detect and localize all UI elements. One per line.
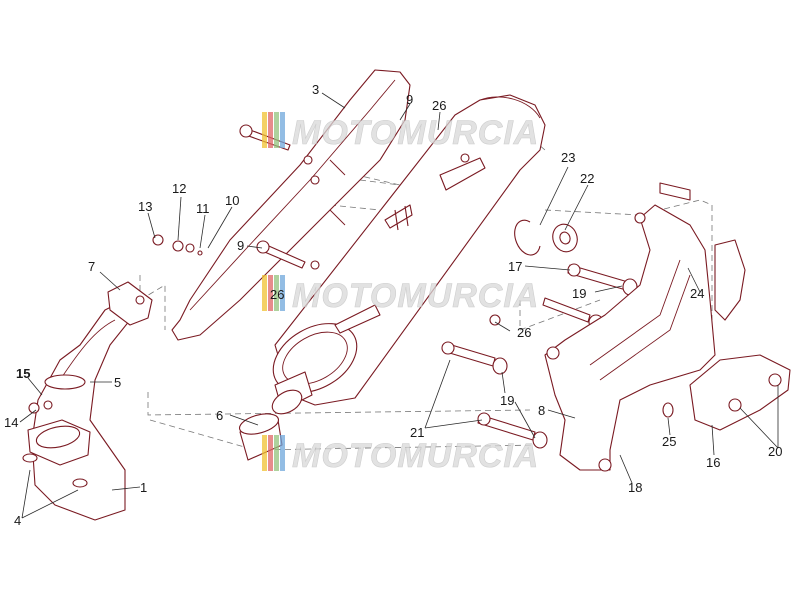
- callout-3: 3: [312, 82, 319, 97]
- watermark-stripe: [262, 112, 267, 148]
- callout-15: 15: [16, 366, 30, 381]
- callout-16: 16: [706, 455, 720, 470]
- watermark-stripe: [274, 435, 279, 471]
- callout-7: 7: [88, 259, 95, 274]
- watermark-stripe: [280, 435, 285, 471]
- mounting-bolts: [441, 182, 692, 449]
- watermark-instance: MOTOMURCIA: [262, 435, 539, 475]
- heat-shield: [171, 69, 411, 341]
- callout-23: 23: [561, 150, 575, 165]
- callout-4: 4: [14, 513, 21, 528]
- watermark-stripe: [262, 275, 267, 311]
- tail-pipe: [271, 371, 313, 415]
- callout-24: 24: [690, 286, 704, 301]
- watermark-instance: MOTOMURCIA: [262, 275, 539, 315]
- gasket-ring: [44, 374, 86, 390]
- cross-bracket: [689, 354, 791, 431]
- watermark-stripe: [280, 275, 285, 311]
- callout-11: 11: [196, 201, 210, 216]
- watermark-text: MOTOMURCIA: [292, 277, 539, 315]
- watermark-stripe: [274, 275, 279, 311]
- callout-8: 8: [538, 403, 545, 418]
- callout-10: 10: [225, 193, 239, 208]
- callout-19-lower: 19: [500, 393, 514, 408]
- callout-19: 19: [572, 286, 586, 301]
- callout-18: 18: [628, 480, 642, 495]
- watermark-logo: MOTOMURCIA MOTOMURCIA MOTOMURCIA: [262, 112, 539, 475]
- watermark-stripe: [262, 435, 267, 471]
- support-bracket: [544, 204, 746, 472]
- gasket-tube: [238, 413, 283, 461]
- callout-21: 21: [410, 425, 424, 440]
- watermark-stripe: [268, 435, 273, 471]
- callout-1: 1: [140, 480, 147, 495]
- watermark-stripe: [268, 275, 273, 311]
- muffler: [272, 94, 546, 406]
- callout-25: 25: [662, 434, 676, 449]
- callout-labels: 3 9 26 23 22 12 10 13 11 9 17 7 26 19 24…: [4, 82, 782, 528]
- callout-13: 13: [138, 199, 152, 214]
- callout-17: 17: [508, 259, 522, 274]
- callout-26: 26: [432, 98, 446, 113]
- pipe-clamp: [107, 281, 153, 326]
- watermark-text: MOTOMURCIA: [292, 437, 539, 475]
- watermark-text: MOTOMURCIA: [292, 114, 539, 152]
- callout-9: 9: [406, 92, 413, 107]
- watermark-stripe: [280, 112, 285, 148]
- header-pipe: [22, 299, 131, 521]
- callout-6: 6: [216, 408, 223, 423]
- callout-20: 20: [768, 444, 782, 459]
- callout-22: 22: [580, 171, 594, 186]
- leader-lines: [19, 92, 779, 519]
- watermark-stripe: [274, 112, 279, 148]
- callout-14: 14: [4, 415, 18, 430]
- callout-12: 12: [172, 181, 186, 196]
- watermark-instance: MOTOMURCIA: [262, 112, 539, 152]
- watermark-stripe: [268, 112, 273, 148]
- callout-26-right: 26: [517, 325, 531, 340]
- callout-5: 5: [114, 375, 121, 390]
- circlip-bearing: [514, 219, 578, 256]
- callout-26-mid: 26: [270, 287, 284, 302]
- callout-9-lower: 9: [237, 238, 244, 253]
